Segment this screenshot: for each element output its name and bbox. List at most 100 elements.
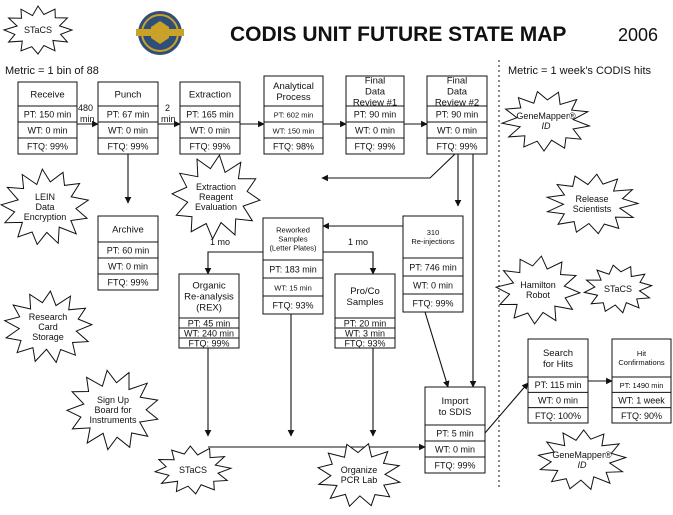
kaizen-burst-text: ID (542, 121, 552, 131)
process-wt-receive: WT: 0 min (27, 126, 67, 136)
process-pt-reinject: PT: 746 min (409, 263, 457, 273)
process-label-punch: Punch (115, 90, 142, 101)
process-label-fdr1: Data (365, 87, 386, 98)
process-label-fdr2: Final (447, 76, 468, 87)
process-pt-analytical: PT: 602 min (274, 111, 314, 120)
process-pt-fdr1: PT: 90 min (354, 110, 397, 120)
process-label-search: for Hits (543, 359, 573, 370)
process-wt-fdr2: WT: 0 min (437, 126, 477, 136)
process-ftq-analytical: FTQ: 98% (273, 142, 314, 152)
kaizen-burst-text: Organize (341, 465, 378, 475)
process-label-proco: Pro/Co (350, 286, 380, 297)
lead-time-proco: 1 mo (348, 237, 368, 247)
process-pt-archive: PT: 60 min (107, 246, 150, 256)
process-wt-search: WT: 0 min (538, 396, 578, 406)
process-wt-hitconf: WT: 1 week (618, 396, 665, 406)
kaizen-burst-stacs-top: STaCS (2, 5, 74, 55)
kaizen-burst-text: PCR Lab (341, 475, 378, 485)
process-wt-extraction: WT: 0 min (190, 126, 230, 136)
process-frame (345, 75, 405, 155)
kaizen-burst-text: STaCS (24, 25, 52, 35)
process-wt-reworked: WT: 15 min (274, 284, 312, 293)
kaizen-burst-genemapper-bottom: GeneMapper®ID (537, 429, 628, 491)
process-label-fdr2: Data (447, 87, 468, 98)
process-ftq-fdr2: FTQ: 99% (436, 142, 477, 152)
process-ftq-proco: FTQ: 93% (344, 339, 385, 349)
process-ftq-sdis: FTQ: 99% (434, 461, 475, 471)
kaizen-burst-text: Hamilton (520, 280, 556, 290)
flow-arrows (77, 120, 613, 451)
kaizen-burst-text: Data (35, 202, 54, 212)
process-label-receive: Receive (30, 90, 64, 101)
kaizen-burst-text: Release (575, 194, 608, 204)
process-ftq-reworked: FTQ: 93% (272, 301, 313, 311)
process-wt-organic: WT: 240 min (184, 329, 234, 339)
kaizen-burst-text: Reagent (199, 192, 234, 202)
process-frame (179, 81, 241, 155)
process-label-analytical: Analytical (273, 81, 314, 92)
process-pt-organic: PT: 45 min (188, 319, 231, 329)
lead-time-punch-extraction: 2 (165, 103, 170, 113)
process-ftq-extraction: FTQ: 99% (189, 142, 230, 152)
kaizen-burst-text: STaCS (179, 465, 207, 475)
process-label-organic: Re-analysis (184, 292, 234, 303)
process-ftq-hitconf: FTQ: 90% (621, 411, 662, 421)
kaizen-burst-stacs-right: STaCS (582, 264, 654, 314)
process-label-extraction: Extraction (189, 90, 231, 101)
process-label-reworked: Reworked (276, 226, 310, 235)
process-metrics-frame (178, 317, 240, 349)
process-frame (262, 217, 324, 315)
process-label-hitconf: Hit (637, 349, 647, 358)
page-title: CODIS UNIT FUTURE STATE MAP (230, 23, 566, 46)
process-label-reinject: 310 (427, 228, 440, 237)
kaizen-burst-text: STaCS (604, 284, 632, 294)
process-label-fdr2: Review #2 (435, 98, 479, 109)
kaizen-burst-text: GeneMapper® (552, 450, 612, 460)
year-label: 2006 (618, 25, 658, 45)
kaizen-burst-text: Card (38, 322, 58, 332)
kaizen-burst-text: Research (29, 312, 68, 322)
metric-right: Metric = 1 week's CODIS hits (508, 65, 652, 77)
kaizen-burst-text: Board for (94, 405, 131, 415)
process-ftq-reinject: FTQ: 99% (412, 299, 453, 309)
lead-time-organic: 1 mo (210, 237, 230, 247)
process-label-search: Search (543, 348, 573, 359)
process-label-fdr1: Review #1 (353, 98, 397, 109)
kaizen-burst-text: ID (578, 460, 588, 470)
lead-time-receive-punch-unit: min (80, 114, 95, 124)
kaizen-burst-genemapper-top: GeneMapper®ID (500, 90, 592, 152)
kaizen-burst-text: Scientists (573, 204, 612, 214)
seal-logo (136, 11, 184, 55)
process-ftq-receive: FTQ: 99% (27, 142, 68, 152)
process-pt-reworked: PT: 183 min (269, 265, 317, 275)
process-label-hitconf: Confirmations (618, 358, 665, 367)
kaizen-burst-stacs-bottom: STaCS (153, 445, 233, 495)
process-ftq-punch: FTQ: 99% (107, 142, 148, 152)
process-frame (402, 215, 464, 313)
process-pt-proco: PT: 20 min (344, 319, 387, 329)
process-label-reworked: (Letter Plates) (269, 244, 317, 253)
process-frame (424, 386, 486, 474)
process-wt-proco: WT: 3 min (345, 329, 385, 339)
process-pt-search: PT: 115 min (535, 380, 582, 390)
kaizen-burst-text: Robot (526, 290, 551, 300)
